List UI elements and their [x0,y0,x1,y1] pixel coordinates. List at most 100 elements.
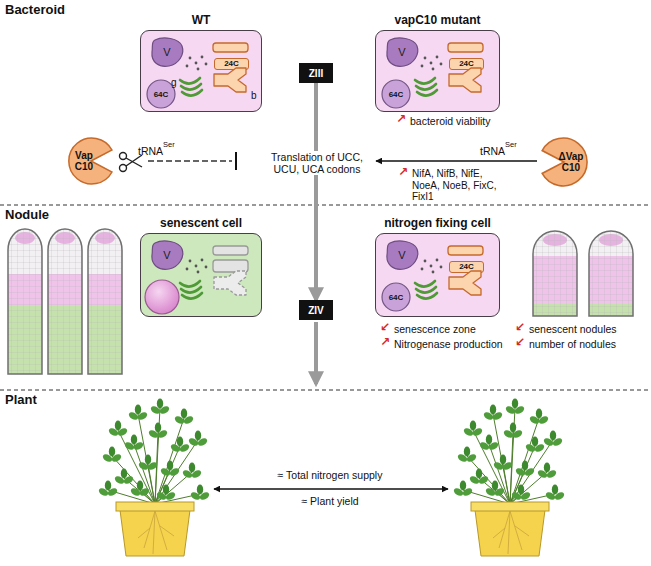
nodule-drawings [5,226,636,376]
organelle-box: 24C [449,261,484,273]
enzyme-outline [69,138,112,184]
organelle-circle: 64C [381,79,411,109]
change-arrow: ↙ [515,336,525,350]
section-divider [0,390,651,391]
text-holder: nitrogen fixing cell [346,215,529,231]
organelle-outline [147,80,175,108]
organelle-box: 24C [214,58,249,70]
scissors-symbol [126,158,142,167]
text-holder: vapC10 mutant [346,12,529,28]
text-holder: V [149,36,185,68]
plant-drawings [98,399,211,557]
change-arrow: ↗ [396,113,406,127]
organelle-circle: 64C [381,282,411,312]
process-text: Translation of UCC, UCU, UCA codons [262,151,372,175]
effect-text: number of nodules [529,338,616,350]
node-label: 24C [224,60,239,68]
effect-text: bacteroid viability [410,115,491,127]
node-label: ZIV [308,305,324,316]
node-label: 24C [459,60,474,68]
text-holder: V [149,239,185,271]
section-heading: Nodule [5,208,49,223]
text-holder: V [384,239,420,271]
flow-arrow [314,322,318,384]
change-arrow: ↙ [380,321,390,335]
node-label: V [163,249,170,261]
comparison-text: ≈ Total nitrogen supply [245,469,415,481]
cell-box: WTV24C64C [140,30,262,112]
text-holder: WT [111,12,291,28]
comparison-text: ≈ Plant yield [245,495,415,507]
cell-box: nitrogen fixing cellV24C64C [375,233,500,317]
gene-list: NifA, NifB, NifE, NoeA, NoeB, FixC, FixI… [412,168,510,203]
node-label: 64C [389,293,404,302]
effect-text: senescence zone [394,323,476,335]
text-holder: 24C [450,59,483,69]
cell-heading: WT [192,13,211,27]
node-label: V [163,46,170,58]
nodule-drawings [45,226,85,376]
text-holder: V [384,36,420,68]
trna-superscript: Ser [505,141,517,150]
organelle-outline [382,80,410,108]
nodule-drawings [5,226,45,376]
node-label: 64C [154,90,169,99]
plant-drawings [453,399,566,557]
node-label: 64C [389,90,404,99]
text-holder: ΔVap C10 [554,136,588,188]
part-label: b [251,90,257,102]
node-label: ZIII [309,68,323,79]
enzyme-shape: ΔVap C10 [538,136,590,188]
activation-arrow [376,160,537,162]
vacuole-shape: V [149,36,185,68]
comparison-arrow [214,488,448,489]
node-label: 24C [459,263,474,271]
enzyme-shape: Vap C10 [66,136,116,186]
effect-text: senescent nodules [529,323,617,335]
text-holder: 24C [450,262,483,272]
part-label: g [171,77,177,89]
node-label: ΔVap C10 [554,151,588,173]
text-holder: 64C [381,79,411,109]
vacuole-shape: V [384,239,420,271]
trna-label: tRNA [480,145,505,157]
vacuole-outline [152,241,183,269]
effect-text: Nitrogenase production [394,338,503,350]
nodule-drawings [530,228,580,318]
cell-box: senescent cellV [140,233,262,317]
cell-box: vapC10 mutantV24C64C [375,30,500,112]
enzyme-outline [542,138,587,186]
change-arrow: ↗ [380,336,390,350]
flow-arrow [314,83,318,300]
section-heading: Plant [5,393,37,408]
trna-superscript: Ser [163,141,175,150]
vacuole-outline [387,38,418,66]
cell-heading: senescent cell [160,216,242,230]
zone-box: ZIV [299,300,333,320]
vacuole-shape: V [384,36,420,68]
text-holder: Vap C10 [69,136,99,186]
vacuole-shape: V [149,239,185,271]
node-label: Vap C10 [69,150,99,172]
nodule-drawings [586,228,636,318]
node-label: V [398,249,405,261]
vacuole-outline [152,38,183,66]
scissors-symbol [120,165,127,172]
organelle-box: 24C [449,58,484,70]
change-arrow: ↙ [515,321,525,335]
organelle-outline [382,283,410,311]
text-holder: ZIV [299,300,333,320]
plant-drawings [98,399,566,557]
text-holder: senescent cell [111,215,291,231]
scissors-symbol [120,153,127,160]
text-holder: 64C [381,282,411,312]
nodule-drawings [85,226,125,376]
cell-heading: vapC10 mutant [394,13,480,27]
section-heading: Bacteroid [5,3,65,18]
inhibition-bar [235,152,237,170]
trna-line [148,160,232,162]
